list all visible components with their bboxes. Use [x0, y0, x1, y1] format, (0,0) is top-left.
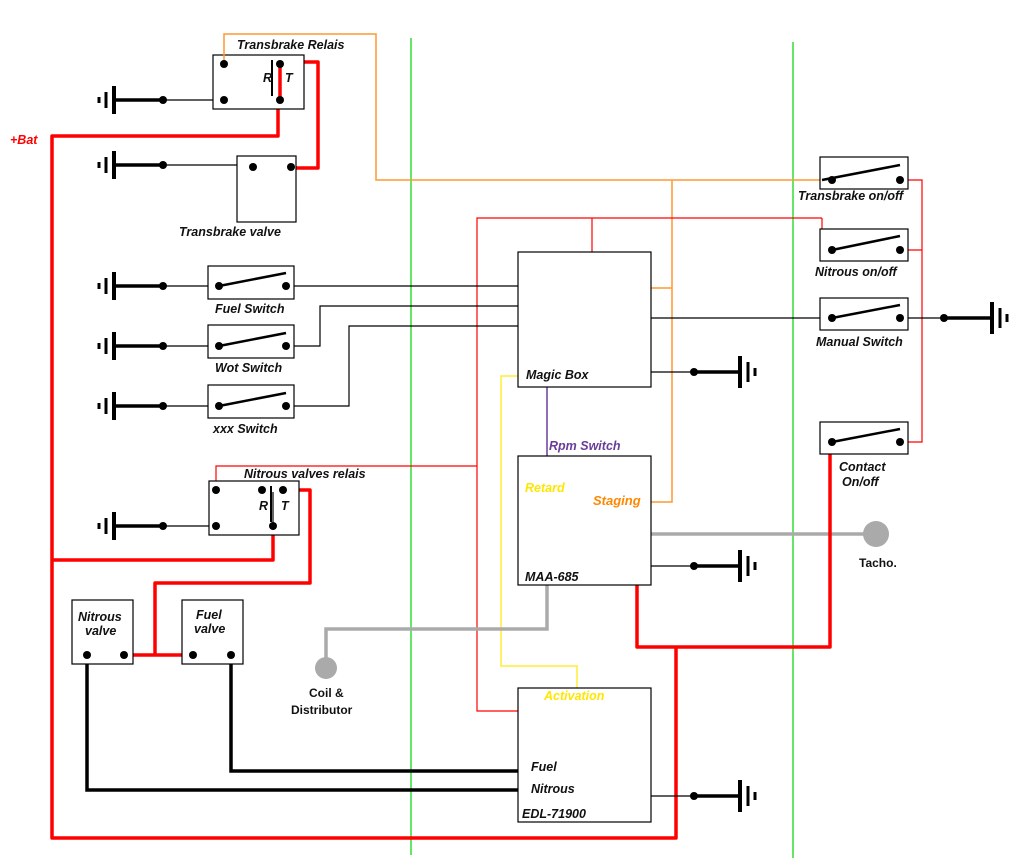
retard-activation-wire: [500, 375, 578, 688]
tacho-label: Tacho.: [859, 556, 897, 570]
staging-label: Staging: [593, 493, 641, 508]
xxx-switch-label: xxx Switch: [212, 422, 278, 436]
contact-label-2: On/off: [842, 475, 880, 489]
transbrake-relais-t: T: [285, 71, 294, 85]
edl-71900: [517, 687, 652, 823]
tacho-coil-wire: [324, 532, 874, 668]
nitrous-relais-r: R: [259, 499, 268, 513]
tachometer: [863, 521, 889, 547]
transbrake-onoff-switch: [819, 156, 909, 190]
retard-label: Retard: [525, 481, 565, 495]
transbrake-valve: [236, 155, 297, 223]
ground-icon: [97, 86, 1009, 812]
ground-leads-left: [114, 98, 163, 528]
maa-685: [517, 455, 652, 586]
fuel-switch-label: Fuel Switch: [215, 302, 285, 316]
edl-nitrous-label: Nitrous: [531, 782, 575, 796]
transbrake-relais-label: Transbrake Relais: [237, 38, 345, 52]
wot-switch-label: Wot Switch: [215, 361, 282, 375]
transbrake-onoff-label: Transbrake on/off: [798, 189, 905, 203]
manual-switch-label: Manual Switch: [816, 335, 903, 349]
rpm-switch-label: Rpm Switch: [549, 439, 621, 453]
maa-label: MAA-685: [525, 570, 580, 584]
fuel-switch: [207, 265, 295, 300]
contact-onoff-switch: [819, 421, 909, 455]
magic-box: [517, 251, 652, 388]
fuel-valve-label-1: Fuel: [196, 608, 222, 622]
coil-label-1: Coil &: [309, 686, 344, 700]
edl-label: EDL-71900: [522, 807, 586, 821]
nitrous-valve-label-2: valve: [85, 624, 116, 638]
manual-switch: [819, 297, 909, 331]
transbrake-valve-label: Transbrake valve: [179, 225, 281, 239]
valve-output-wires: [85, 655, 518, 792]
wot-switch: [207, 324, 295, 359]
contact-label-1: Contact: [839, 460, 886, 474]
nitrous-valves-relais-label: Nitrous valves relais: [244, 467, 366, 481]
activation-label: Activation: [543, 689, 605, 703]
coil-distributor: [315, 657, 337, 679]
transbrake-relais: [212, 48, 305, 110]
xxx-switch: [207, 384, 295, 419]
terminal-dots: [83, 60, 948, 800]
nitrous-onoff-switch: [819, 228, 909, 262]
bat-label: +Bat: [10, 133, 38, 147]
switch-signal-wires: [289, 285, 822, 407]
nitrous-relais-t: T: [281, 499, 290, 513]
edl-fuel-label: Fuel: [531, 760, 557, 774]
transbrake-feed-wire: [223, 33, 822, 503]
magic-box-label: Magic Box: [526, 368, 590, 382]
battery-power-wire: [50, 60, 832, 840]
transbrake-relais-r: R: [263, 71, 272, 85]
fuel-valve-label-2: valve: [194, 622, 225, 636]
nitrous-valve-label-1: Nitrous: [78, 610, 122, 624]
coil-label-2: Distributor: [291, 703, 353, 717]
nitrous-onoff-label: Nitrous on/off: [815, 265, 899, 279]
